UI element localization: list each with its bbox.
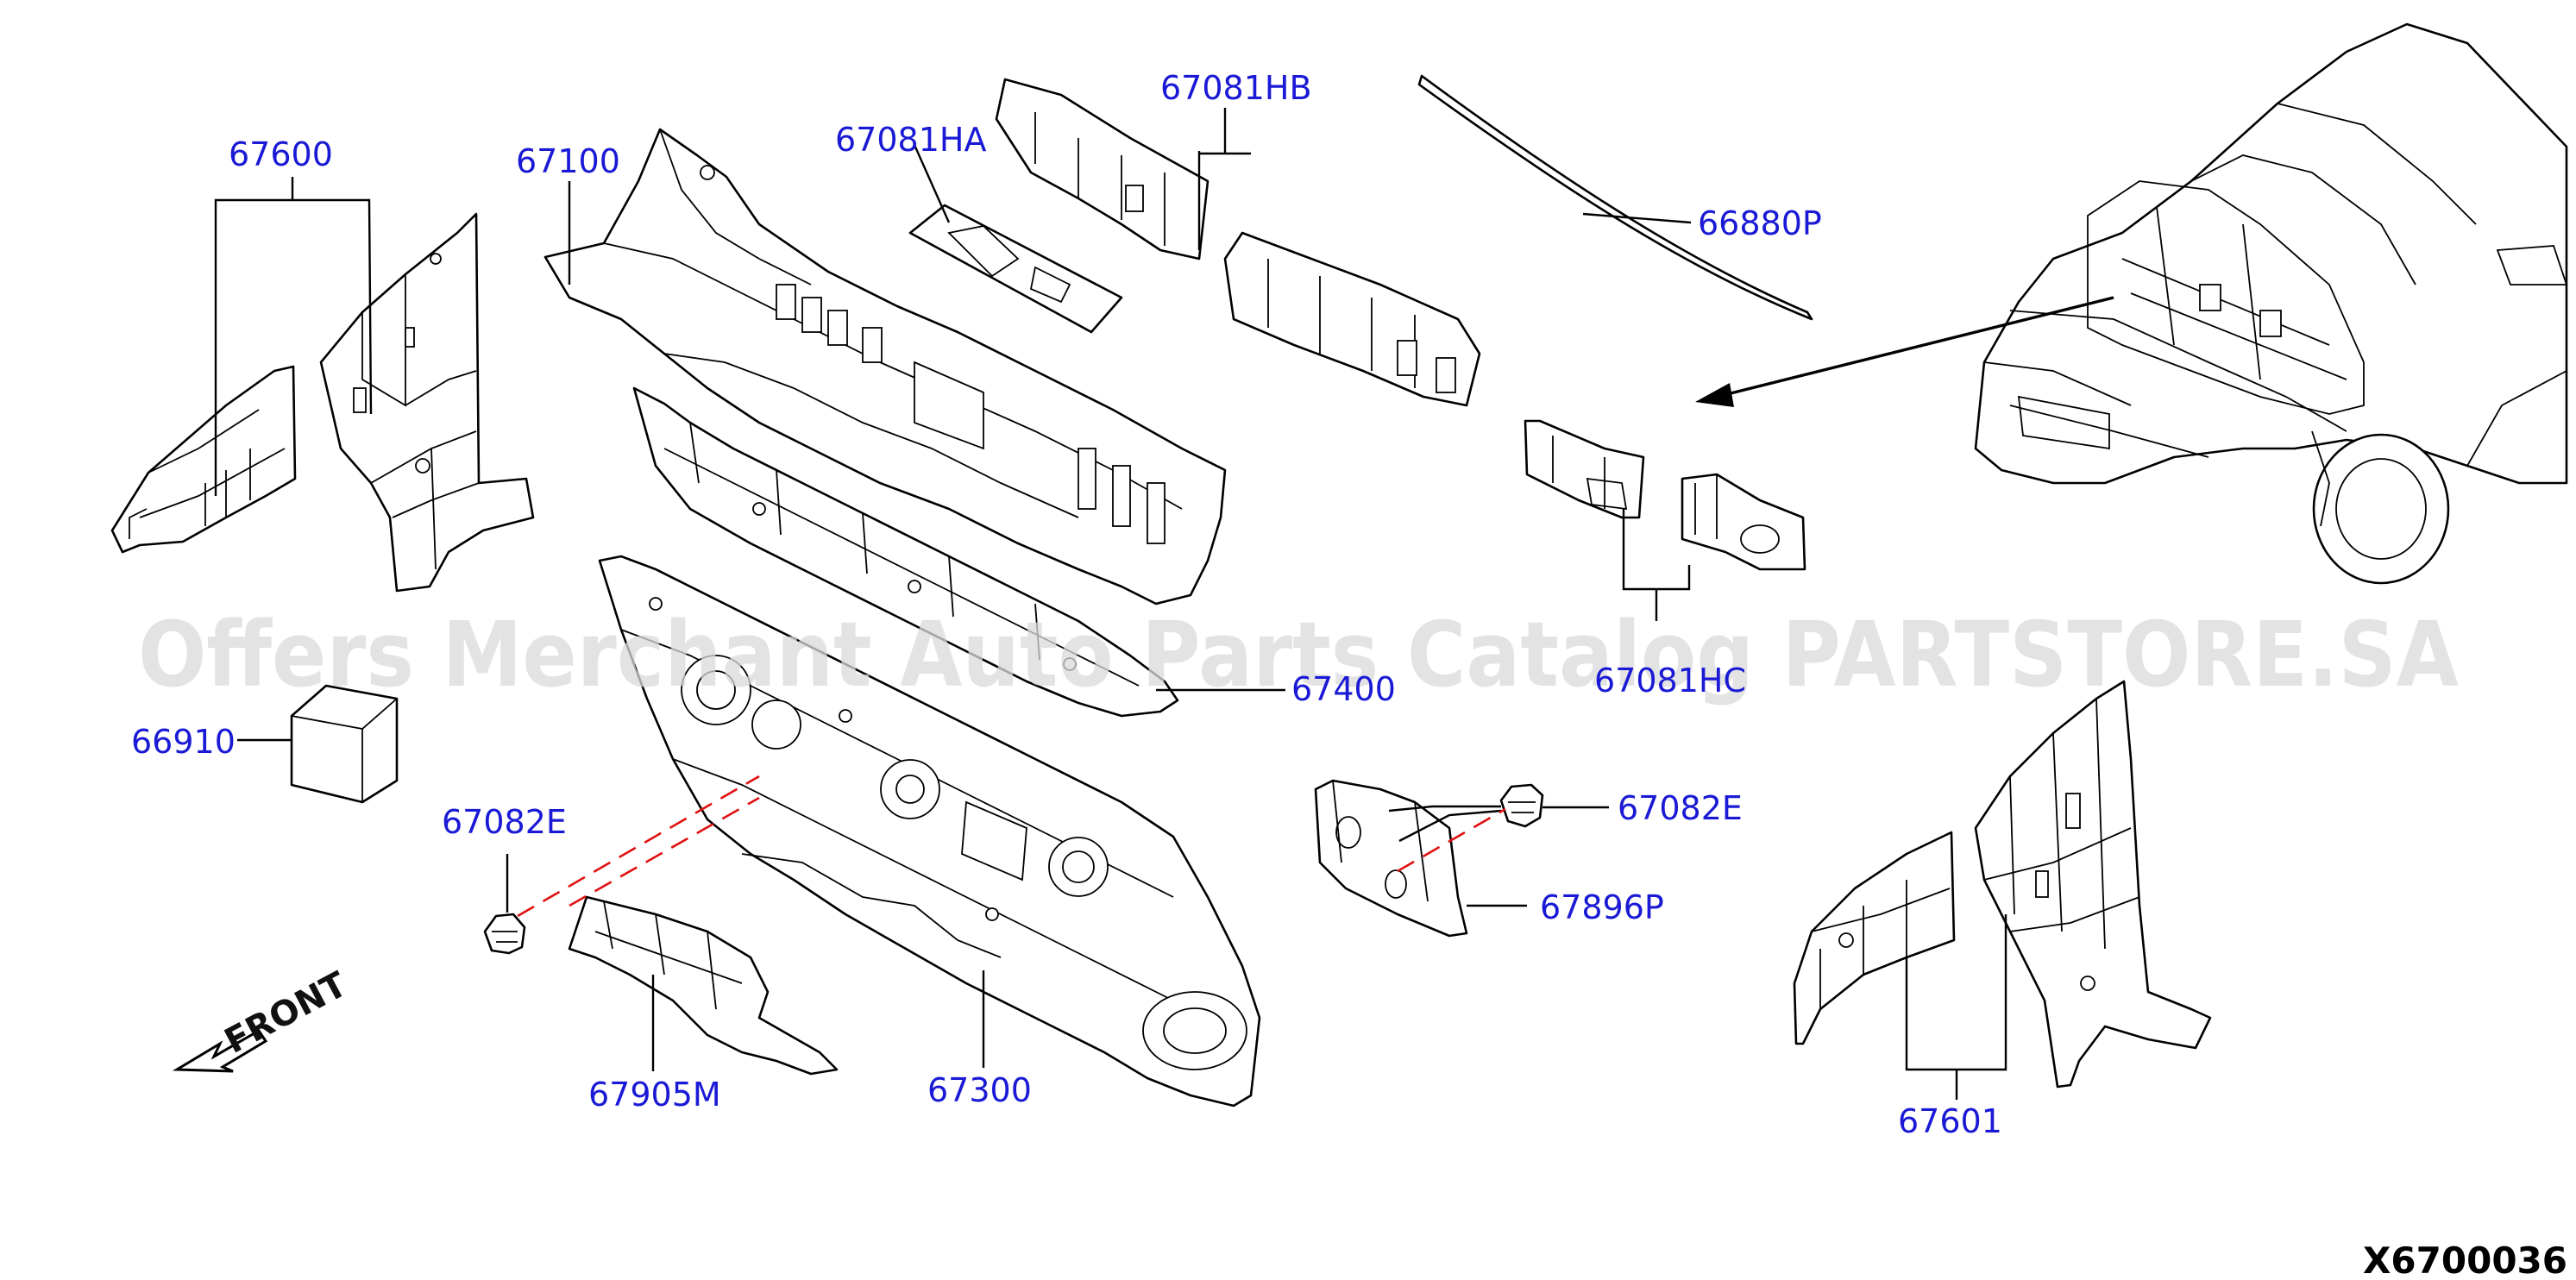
installation-dashed-lines xyxy=(517,775,1506,918)
label-67905M[interactable]: 67905M xyxy=(588,1076,721,1114)
part-67081HB-insulator[interactable] xyxy=(995,78,1481,407)
label-67081HA[interactable]: 67081HA xyxy=(835,121,986,159)
part-66910-block[interactable] xyxy=(290,684,399,804)
label-66910[interactable]: 66910 xyxy=(131,723,236,761)
label-67100[interactable]: 67100 xyxy=(516,142,620,180)
part-67601-panel[interactable] xyxy=(1793,680,2212,1089)
part-67081HA-insulator[interactable] xyxy=(908,204,1123,334)
part-67100-cowl-top[interactable] xyxy=(543,128,1227,605)
label-67081HC[interactable]: 67081HC xyxy=(1594,662,1746,700)
front-direction-indicator: FRONT xyxy=(172,964,354,1073)
part-67300-dash-panel[interactable] xyxy=(598,555,1261,1107)
part-67896P-plate[interactable] xyxy=(1314,779,1468,938)
location-arrow xyxy=(1695,296,2114,407)
part-number-labels: 67600 67100 67081HA 67081HB 66880P 67400… xyxy=(131,69,2002,1140)
label-67896P[interactable]: 67896P xyxy=(1540,888,1664,926)
label-67300[interactable]: 67300 xyxy=(927,1071,1032,1109)
part-67905M-bracket[interactable] xyxy=(568,895,839,1076)
part-67081HC-insulator[interactable] xyxy=(1524,419,1806,571)
diagram-code: X6700036 xyxy=(2363,1239,2567,1280)
part-66880P-seal[interactable] xyxy=(1417,74,1813,321)
front-label: FRONT xyxy=(218,964,354,1062)
label-66880P[interactable]: 66880P xyxy=(1698,204,1822,242)
part-67600-panel[interactable] xyxy=(110,212,535,593)
part-67082E-clip-right[interactable] xyxy=(1499,783,1544,828)
vehicle-location-illustration xyxy=(1974,22,2568,585)
label-67400[interactable]: 67400 xyxy=(1291,670,1396,708)
part-67082E-clip-left[interactable] xyxy=(483,913,526,955)
watermark: Offers Merchant Auto Parts Catalog PARTS… xyxy=(138,602,2459,707)
leader-lines xyxy=(214,108,2007,1100)
label-67081HB[interactable]: 67081HB xyxy=(1160,69,1312,107)
label-67600[interactable]: 67600 xyxy=(229,135,333,173)
label-67601[interactable]: 67601 xyxy=(1898,1102,2002,1140)
label-67082E-right[interactable]: 67082E xyxy=(1618,789,1743,827)
label-67082E-left[interactable]: 67082E xyxy=(442,803,567,841)
part-67400-cowl-lower[interactable] xyxy=(632,386,1179,718)
